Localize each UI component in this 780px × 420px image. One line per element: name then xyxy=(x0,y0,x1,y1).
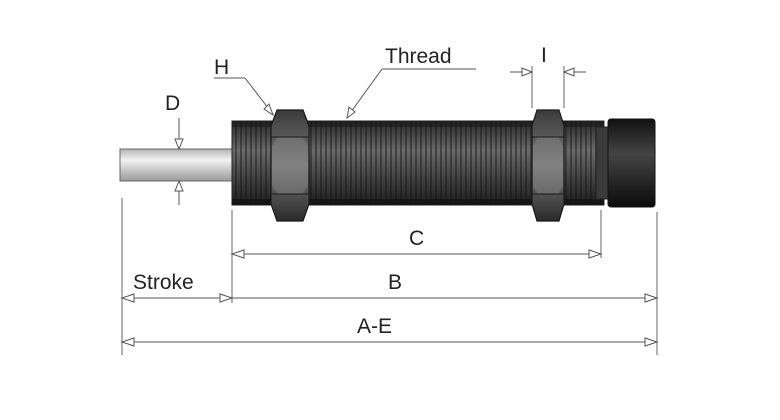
dimension-a-e: A-E xyxy=(120,315,659,347)
label-b: B xyxy=(388,271,402,294)
end-cap xyxy=(607,118,656,208)
label-h: H xyxy=(214,56,229,79)
lock-nut-right xyxy=(531,109,565,222)
dimension-d: D xyxy=(165,92,184,205)
leader-thread: Thread xyxy=(346,45,476,120)
label-c: C xyxy=(409,227,424,250)
label-a-e: A-E xyxy=(357,315,392,338)
label-thread: Thread xyxy=(385,45,452,68)
dimension-stroke: Stroke xyxy=(120,271,234,303)
label-d: D xyxy=(165,92,180,115)
dimension-i: I xyxy=(510,44,586,77)
dimension-c: C xyxy=(230,227,603,259)
extension-lines xyxy=(121,66,658,355)
piston-rod xyxy=(119,148,233,182)
label-stroke: Stroke xyxy=(133,271,194,294)
lock-nut-left xyxy=(270,109,310,222)
label-i: I xyxy=(541,44,547,67)
leader-h: H xyxy=(214,56,274,117)
dimension-b: B xyxy=(232,271,659,303)
